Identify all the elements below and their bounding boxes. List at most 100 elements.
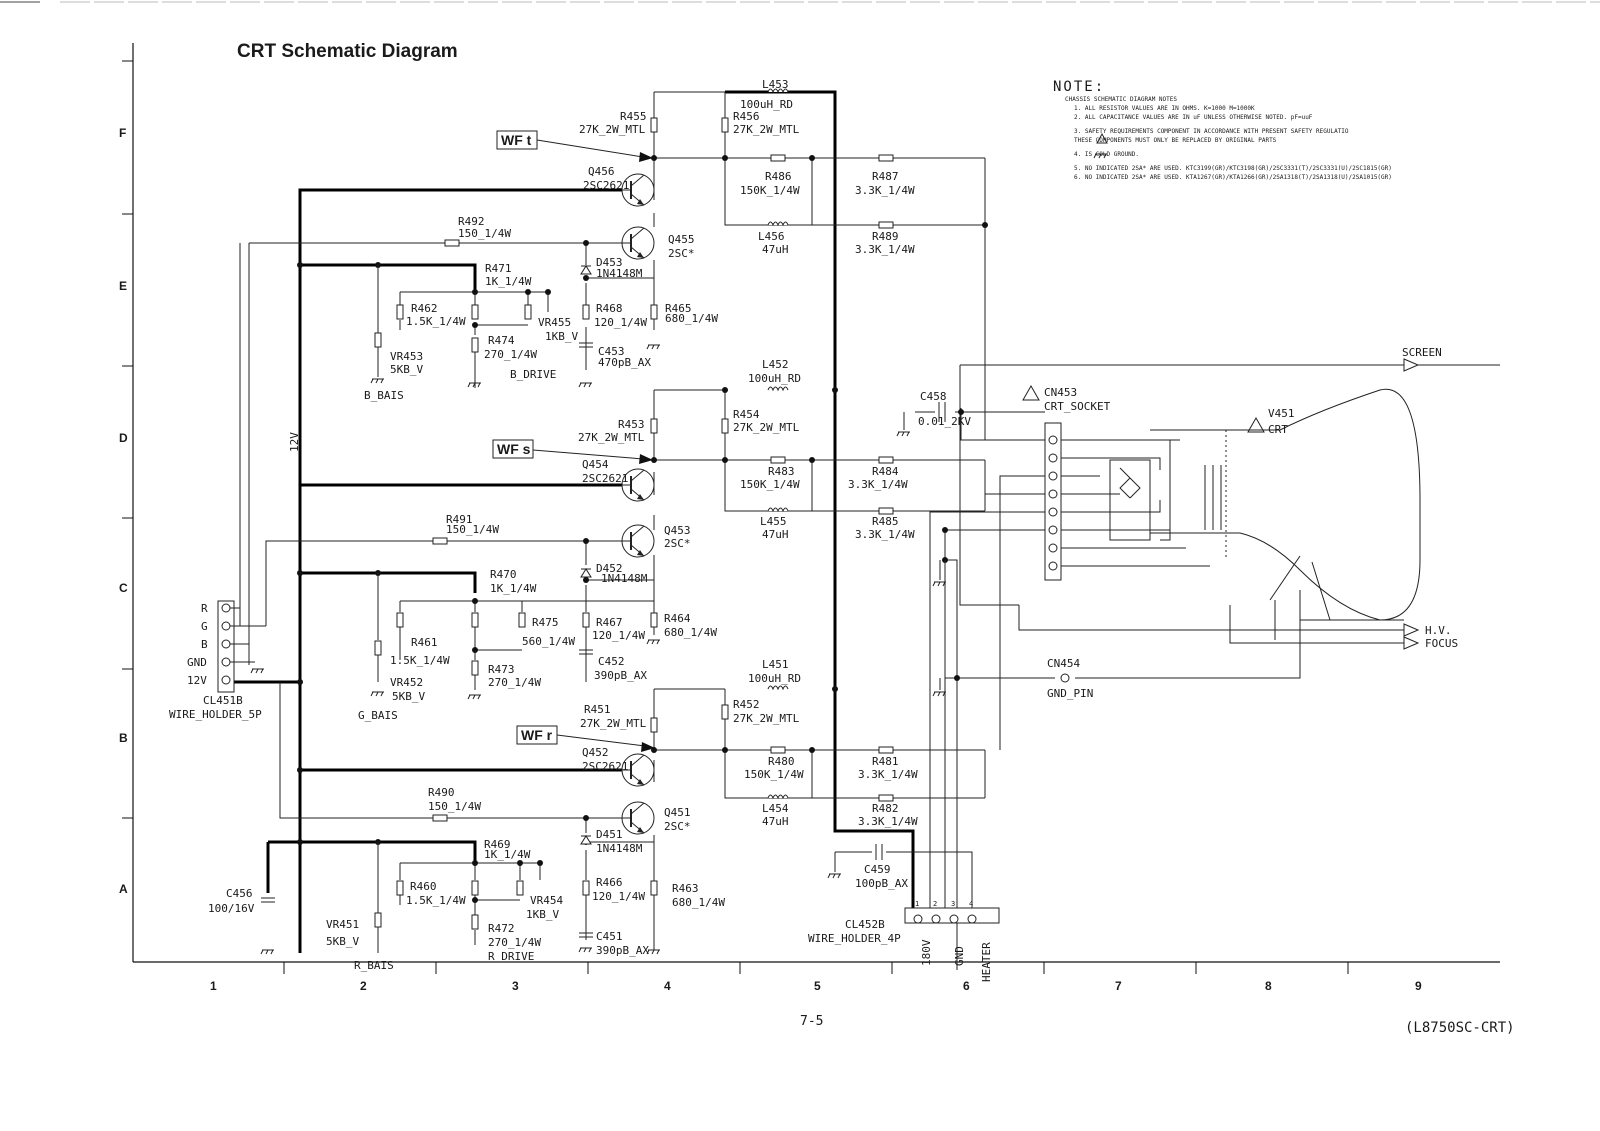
note-line: 3. SAFETY REQUIREMENTS COMPONENT IN ACCO…	[1074, 128, 1349, 135]
inductor-ref: L452	[762, 358, 789, 371]
capacitor-ref: C452	[598, 655, 625, 668]
grid-row-label: B	[119, 731, 128, 745]
note-line: 6. NO INDICATED 2SA* ARE USED. KTA1267(G…	[1074, 174, 1392, 181]
connector-type: WIRE_HOLDER_5P	[169, 708, 262, 721]
page-title: CRT Schematic Diagram	[237, 41, 458, 62]
hv-output-label: H.V.	[1425, 624, 1452, 637]
resistor-ref: R484	[872, 465, 899, 478]
resistor-value: 27K_2W_MTL	[733, 421, 800, 434]
resistor-ref: R462	[411, 302, 438, 315]
resistor-ref: R489	[872, 230, 899, 243]
resistor-value: 120_1/4W	[594, 316, 647, 329]
capacitor-value: 390pB_AX	[596, 944, 649, 957]
resistor-ref: R483	[768, 465, 795, 478]
resistor-value: 150K_1/4W	[744, 768, 804, 781]
connector-pin	[949, 914, 959, 924]
resistor-value: 27K_2W_MTL	[579, 123, 646, 136]
resistor-ref: R466	[596, 876, 623, 889]
inductor-ref: L456	[758, 230, 785, 243]
resistor-value: 150_1/4W	[428, 800, 481, 813]
blue-channel-stage: L453 100uH_RD R455 27K_2W_MTL R456 27K_2…	[248, 78, 1045, 665]
connector-pin-number: 3	[951, 900, 955, 908]
connector-pin	[913, 914, 923, 924]
resistor-value: 1.5K_1/4W	[406, 894, 466, 907]
resistor-value: 3.3K_1/4W	[855, 528, 915, 541]
capacitor-ref: C459	[864, 863, 891, 876]
resistor-ref: R467	[596, 616, 623, 629]
transistor-type: 2SC*	[668, 247, 695, 260]
pot-value: 1KB_V	[526, 908, 559, 921]
capacitor-ref: C451	[596, 930, 623, 943]
drive-label: R_DRIVE	[488, 950, 534, 963]
bias-label: G_BAIS	[358, 709, 398, 722]
capacitor-ref: C453	[598, 345, 625, 358]
pot-ref: VR455	[538, 316, 571, 329]
socket-type: CRT_SOCKET	[1044, 400, 1111, 413]
resistor-ref: R482	[872, 802, 899, 815]
screen-output-arrow	[1403, 358, 1420, 372]
inductor-value: 100uH_RD	[748, 672, 801, 685]
resistor-value: 3.3K_1/4W	[858, 815, 918, 828]
diode-ref: D452	[596, 562, 623, 575]
resistor-ref: R453	[618, 418, 645, 431]
connector-pin	[967, 914, 977, 924]
connector-pin-label: B	[201, 638, 208, 651]
diode-ref: D451	[596, 828, 623, 841]
resistor-value: 27K_2W_MTL	[733, 712, 800, 725]
crt-socket-section: SCREEN C458 0.01_2KV CN453 CRT_SOCKET V4…	[827, 346, 1500, 970]
resistor-ref: R486	[765, 170, 792, 183]
waveform-label: WF s	[497, 441, 531, 457]
inductor-value: 47uH	[762, 243, 789, 256]
connector-ref: CL452B	[845, 918, 885, 931]
screen-output-label: SCREEN	[1402, 346, 1442, 359]
resistor-ref: R469	[484, 838, 511, 851]
diode-type: 1N4148M	[601, 572, 648, 585]
diode-type: 1N4148M	[596, 842, 643, 855]
grid-row-label: F	[119, 126, 126, 140]
resistor-value: 680_1/4W	[665, 312, 718, 325]
socket-pin	[1048, 525, 1058, 535]
pot-value: 5KB_V	[392, 690, 425, 703]
resistor-value: 270_1/4W	[488, 676, 541, 689]
green-channel-stage: L452 100uH_RD R453 27K_2W_MTL R454 27K_2…	[265, 358, 986, 722]
transistor-type: 2SC*	[664, 820, 691, 833]
socket-pin	[1048, 507, 1058, 517]
resistor-value: 680_1/4W	[672, 896, 725, 909]
resistor-ref: R491	[446, 513, 473, 526]
pot-value: 5KB_V	[326, 935, 359, 948]
grid-ticks	[122, 60, 1349, 974]
resistor-ref: R465	[665, 302, 692, 315]
inductor-ref: L453	[762, 78, 789, 91]
socket-pin	[1048, 435, 1058, 445]
connector-type: WIRE_HOLDER_4P	[808, 932, 901, 945]
grid-column-label: 7	[1115, 979, 1122, 993]
focus-output-label: FOCUS	[1425, 637, 1458, 650]
warning-icon	[1022, 384, 1040, 401]
grid-column-label: 4	[664, 979, 671, 993]
note-line: CHASSIS SCHEMATIC DIAGRAM NOTES	[1065, 96, 1177, 103]
capacitor-value: 100pB_AX	[855, 877, 908, 890]
resistor-value: 270_1/4W	[484, 348, 537, 361]
connector-pin-label: R	[201, 602, 208, 615]
socket-pin	[1048, 561, 1058, 571]
capacitor-value: 100/16V	[208, 902, 255, 915]
transistor-type: 2SC*	[664, 537, 691, 550]
resistor-value: 3.3K_1/4W	[855, 243, 915, 256]
capacitor-value: 0.01_2KV	[918, 415, 971, 428]
hv-output-arrow	[1403, 623, 1420, 637]
inductor-ref: L455	[760, 515, 787, 528]
pot-ref: VR452	[390, 676, 423, 689]
socket-pin	[1048, 453, 1058, 463]
focus-output-arrow	[1403, 636, 1420, 650]
red-channel-stage: L451 100uH_RD R451 27K_2W_MTL R452 27K_2…	[208, 658, 986, 972]
socket-pin	[1048, 471, 1058, 481]
transistor-type: 2SC2621	[582, 472, 628, 485]
resistor-ref: R460	[410, 880, 437, 893]
connector-pin-label: HEATER	[980, 942, 993, 982]
resistor-ref: R464	[664, 612, 691, 625]
resistor-value: 150K_1/4W	[740, 478, 800, 491]
connector-pin-number: 4	[969, 900, 973, 908]
grid-column-label: 9	[1415, 979, 1422, 993]
